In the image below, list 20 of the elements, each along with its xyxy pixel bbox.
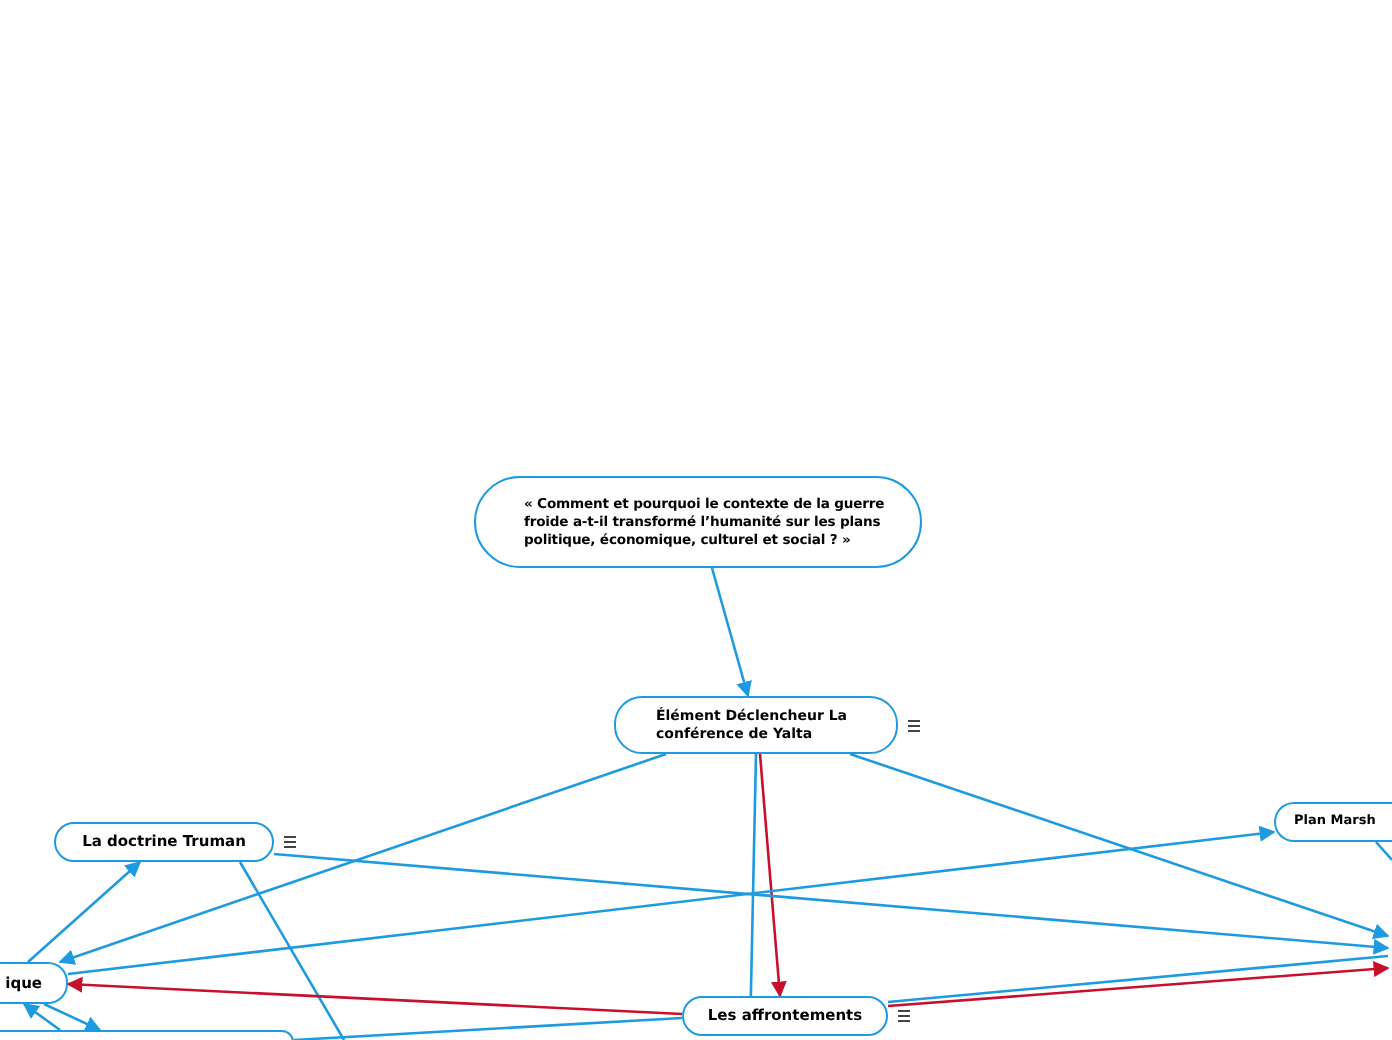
- topic-box: [1274, 802, 1392, 842]
- arrow: [27, 860, 142, 963]
- topic-box: [474, 476, 922, 568]
- topic-box: [682, 996, 888, 1036]
- topic-box: [0, 962, 68, 1004]
- arrow: [43, 1002, 102, 1032]
- arrow: [273, 852, 1390, 955]
- connector-line: [749, 753, 758, 997]
- arrow: [758, 753, 787, 998]
- arrow: [66, 976, 683, 1016]
- arrow: [22, 1002, 61, 1032]
- arrow: [67, 825, 1276, 976]
- arrow: [710, 567, 752, 698]
- arrow: [58, 752, 667, 965]
- connector-line: [1375, 841, 1392, 861]
- arrow: [849, 752, 1390, 939]
- connector-line: [238, 861, 346, 1040]
- topic-box: [54, 822, 274, 862]
- connector-line: [293, 1016, 683, 1040]
- topic-box: [614, 696, 898, 754]
